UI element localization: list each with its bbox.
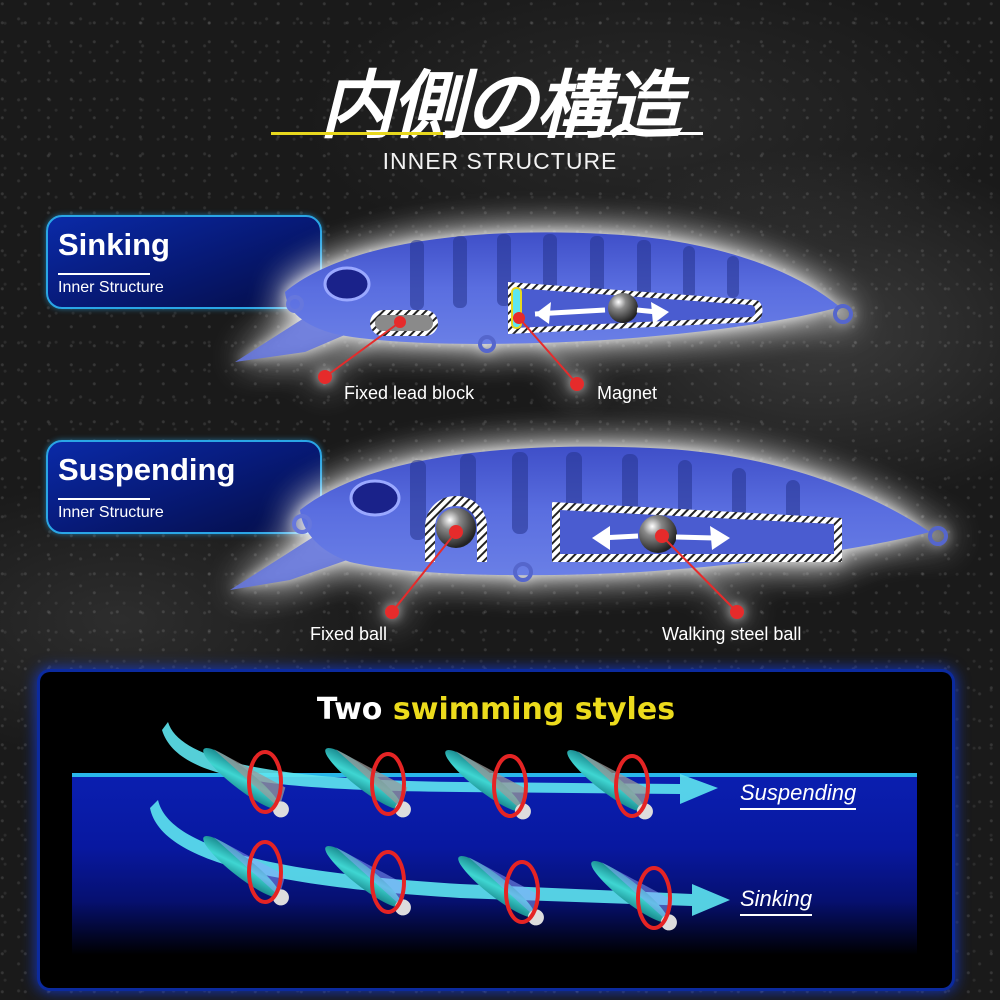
panel-title: Two swimming styles (40, 692, 952, 727)
lure-eye (349, 479, 401, 517)
card-divider (58, 273, 150, 275)
suspending-path-arrow (162, 722, 718, 804)
page-subtitle: INNER STRUCTURE (382, 148, 618, 174)
rotation-arrow-icons (247, 840, 672, 930)
callout-walking-steel-ball: Walking steel ball (662, 624, 802, 644)
card-divider (58, 498, 150, 500)
callout-dot (385, 605, 399, 619)
water-area (72, 775, 917, 955)
suspending-label-card: Suspending Inner Structure (46, 440, 322, 534)
lure-stripes (410, 234, 739, 310)
title-divider (271, 132, 703, 135)
callout-fixed-ball: Fixed ball (310, 624, 388, 644)
steel-ball (608, 293, 638, 323)
left-arrow-icon (535, 302, 551, 324)
callout-dot (730, 605, 744, 619)
style-label-suspending: Suspending (740, 780, 857, 810)
card-subtitle: Inner Structure (58, 504, 164, 521)
callout-dot (318, 370, 332, 384)
callout-magnet: Magnet (597, 383, 658, 403)
card-title: Sinking (58, 227, 170, 262)
sinking-jigs (203, 836, 677, 931)
left-arrow-icon (592, 526, 610, 550)
panel-title-yellow: swimming styles (392, 692, 676, 727)
right-arrow-icon (651, 302, 669, 324)
style-label-sinking: Sinking (740, 886, 813, 916)
lure-eye (323, 266, 371, 302)
sinking-label-card: Sinking Inner Structure (46, 215, 322, 309)
suspending-lure-diagram (230, 446, 948, 619)
swimming-illustration (150, 722, 730, 931)
callout-dot (570, 377, 584, 391)
card-title: Suspending (58, 452, 236, 487)
sinking-lure-diagram (235, 232, 853, 391)
suspending-jigs (203, 748, 653, 820)
card-subtitle: Inner Structure (58, 279, 164, 296)
callout-fixed-lead-block: Fixed lead block (344, 383, 475, 403)
rotation-arrow-icons (247, 750, 650, 818)
panel-title-white: Two (316, 692, 383, 727)
title-divider-accent (271, 132, 443, 135)
fixed-ball-chamber (425, 496, 487, 562)
swimming-styles-panel: Two swimming styles (40, 672, 952, 988)
page-title-japanese: 内側の構造 (320, 63, 682, 149)
right-arrow-icon (710, 526, 730, 550)
